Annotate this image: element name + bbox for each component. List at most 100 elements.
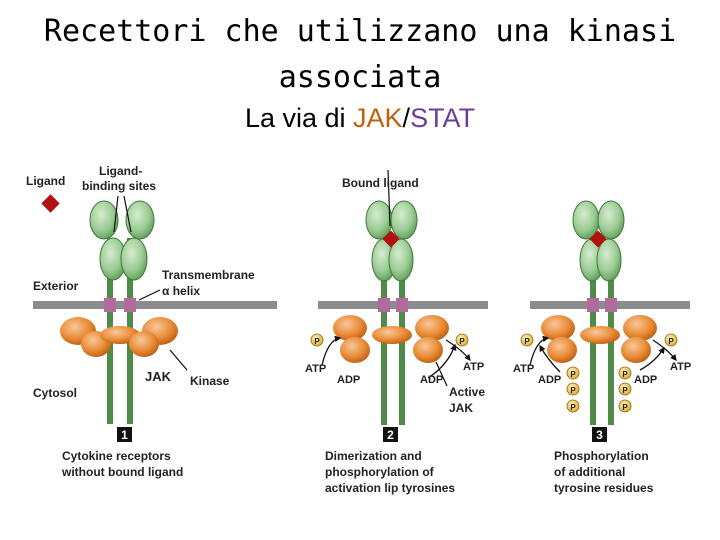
adp-arrow (539, 344, 561, 373)
phosphate-label: P (622, 386, 628, 395)
binding-sites-label: binding sites (82, 179, 156, 193)
phosphate (664, 333, 678, 347)
atp-arrow (445, 339, 471, 362)
pointer-line (123, 195, 132, 233)
transmembrane-segment (378, 298, 390, 312)
exterior-label: Exterior (33, 279, 79, 293)
cytosol-label: Cytosol (33, 386, 77, 400)
receptor-domain (390, 200, 418, 240)
transmembrane-segment (605, 298, 617, 312)
panel-1: Ligand Ligand- binding sites Exterior Tr… (26, 164, 277, 479)
adp-label: ADP (337, 374, 360, 386)
phosphate-label: P (459, 337, 465, 346)
atp-arrow (321, 335, 342, 366)
phosphate (310, 333, 324, 347)
subtitle-stat: STAT (410, 103, 476, 133)
atp-arrow (529, 335, 550, 366)
phosphate-label: P (622, 403, 628, 412)
subtitle-slash: / (402, 103, 411, 133)
jak-kinase (621, 337, 651, 363)
phosphate (566, 366, 580, 380)
caption-line: Cytokine receptors (62, 449, 171, 463)
phosphate-label: P (668, 337, 674, 346)
receptor-domain (365, 200, 393, 240)
phosphate (566, 382, 580, 396)
ligand-diamond (41, 194, 60, 213)
adp-arrow (427, 343, 457, 379)
caption-line: activation lip tyrosines (325, 481, 455, 495)
transmembrane-segment (587, 298, 599, 312)
phosphate-group: P P P P P P P P (520, 333, 678, 413)
transmembrane-segment (104, 298, 116, 312)
step-badge (117, 427, 132, 442)
bound-ligand-diamond (589, 230, 607, 248)
receptor-domain (125, 200, 155, 240)
active-jak-label: Active (449, 385, 485, 399)
transmembrane-label: α helix (162, 284, 200, 298)
pointer-line (138, 289, 161, 301)
pointer-line (113, 195, 119, 233)
phosphate-label: P (622, 370, 628, 379)
pointer-line (169, 349, 188, 371)
phosphate-label: P (314, 337, 320, 346)
active-jak-label: JAK (449, 401, 473, 415)
receptor-domain (120, 237, 148, 281)
transmembrane-segment (124, 298, 136, 312)
transmembrane-label: Transmembrane (162, 268, 255, 282)
membrane-1 (33, 301, 277, 309)
adp-label: ADP (420, 374, 443, 386)
pointer-line (435, 361, 448, 387)
atp-label: ATP (305, 363, 326, 375)
step-badge (592, 427, 607, 442)
phosphate-label: P (570, 386, 576, 395)
jak-kinase (415, 315, 449, 341)
step-number: 3 (596, 428, 603, 442)
step-number: 2 (387, 428, 394, 442)
bound-ligand-label: Bound ligand (342, 176, 419, 190)
adp-arrow (639, 346, 665, 371)
step-number: 1 (121, 428, 128, 442)
jak-kinase (623, 315, 657, 341)
caption-line: Dimerization and (325, 449, 422, 463)
binding-sites-label: Ligand- (99, 164, 142, 178)
jak-kinase (547, 337, 577, 363)
subtitle-jak: JAK (353, 103, 403, 133)
jak-kinase (541, 315, 575, 341)
atp-arrow (652, 339, 677, 362)
page-title-line1: Recettori che utilizzano una kinasi (43, 14, 677, 49)
caption-line: of additional (554, 465, 625, 479)
jak-label: JAK (145, 369, 172, 384)
page-title-line2: associata (278, 60, 442, 95)
phosphate-label: P (524, 337, 530, 346)
phosphate (566, 399, 580, 413)
step-badge (383, 427, 398, 442)
jak-kinase (413, 337, 443, 363)
receptor-domain (572, 200, 600, 240)
atp-label: ATP (513, 363, 534, 375)
jak-kinase (129, 331, 159, 357)
phosphate (455, 333, 469, 347)
jak-kinase (340, 337, 370, 363)
adp-label: ADP (538, 374, 561, 386)
phosphate (618, 382, 632, 396)
kinase-label: Kinase (190, 374, 230, 388)
phosphate (520, 333, 534, 347)
jak-kinase (372, 326, 412, 344)
page-subtitle: La via di JAK/STAT (0, 100, 720, 136)
bound-ligand-diamond (382, 230, 400, 248)
phosphate-label: P (570, 370, 576, 379)
panel-2: P P Bound ligand ATP ADP ADP ATP Active … (305, 169, 488, 495)
caption-line: without bound ligand (61, 465, 183, 479)
phosphate-label: P (570, 403, 576, 412)
caption-line: phosphorylation of (325, 465, 435, 479)
adp-label: ADP (634, 374, 657, 386)
transmembrane-segment (396, 298, 408, 312)
subtitle-prefix: La via di (244, 103, 354, 133)
phosphate (618, 366, 632, 380)
jak-kinase (333, 315, 367, 341)
panel-3: P P P P P P P P ATP ADP ADP ATP 3 Phosph… (513, 200, 691, 495)
caption-line: tyrosine residues (554, 481, 654, 495)
receptor-domain (388, 238, 414, 282)
receptor-domain (596, 238, 622, 282)
